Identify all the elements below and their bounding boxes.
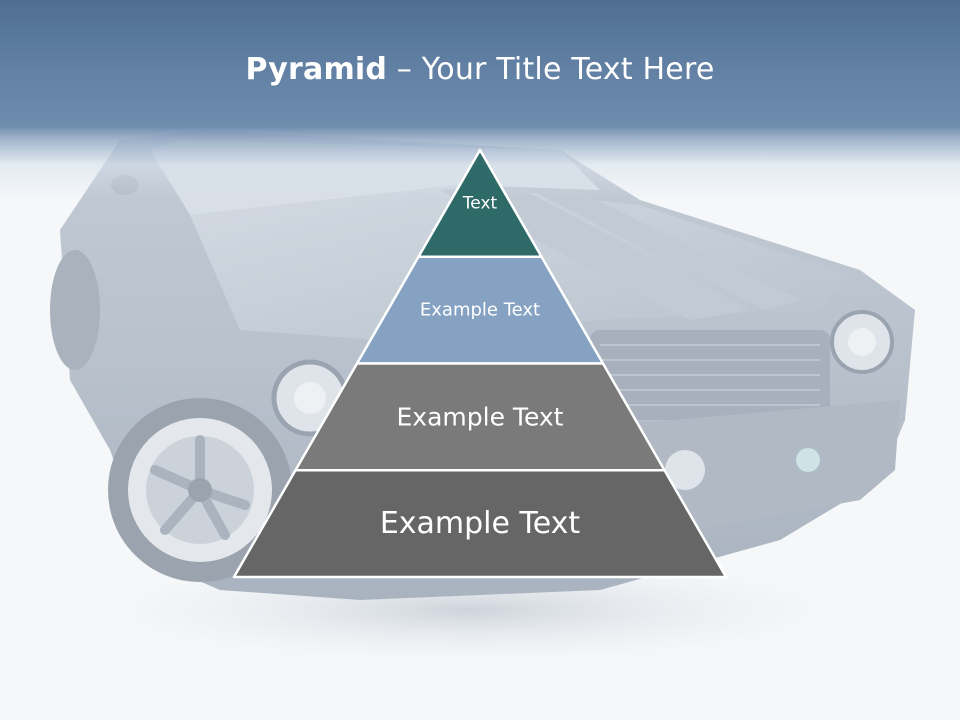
pyramid-tier-1-label: Text bbox=[462, 193, 498, 213]
slide-title: Pyramid – Your Title Text Here bbox=[0, 52, 960, 87]
pyramid-tier-4[interactable] bbox=[232, 469, 728, 579]
pyramid-tier-2-label: Example Text bbox=[420, 300, 540, 321]
pyramid-tier-4-label: Example Text bbox=[380, 506, 581, 541]
title-bold-part: Pyramid bbox=[245, 52, 388, 87]
pyramid-tier-3-label: Example Text bbox=[397, 402, 564, 431]
title-rest-part: – Your Title Text Here bbox=[387, 52, 715, 87]
